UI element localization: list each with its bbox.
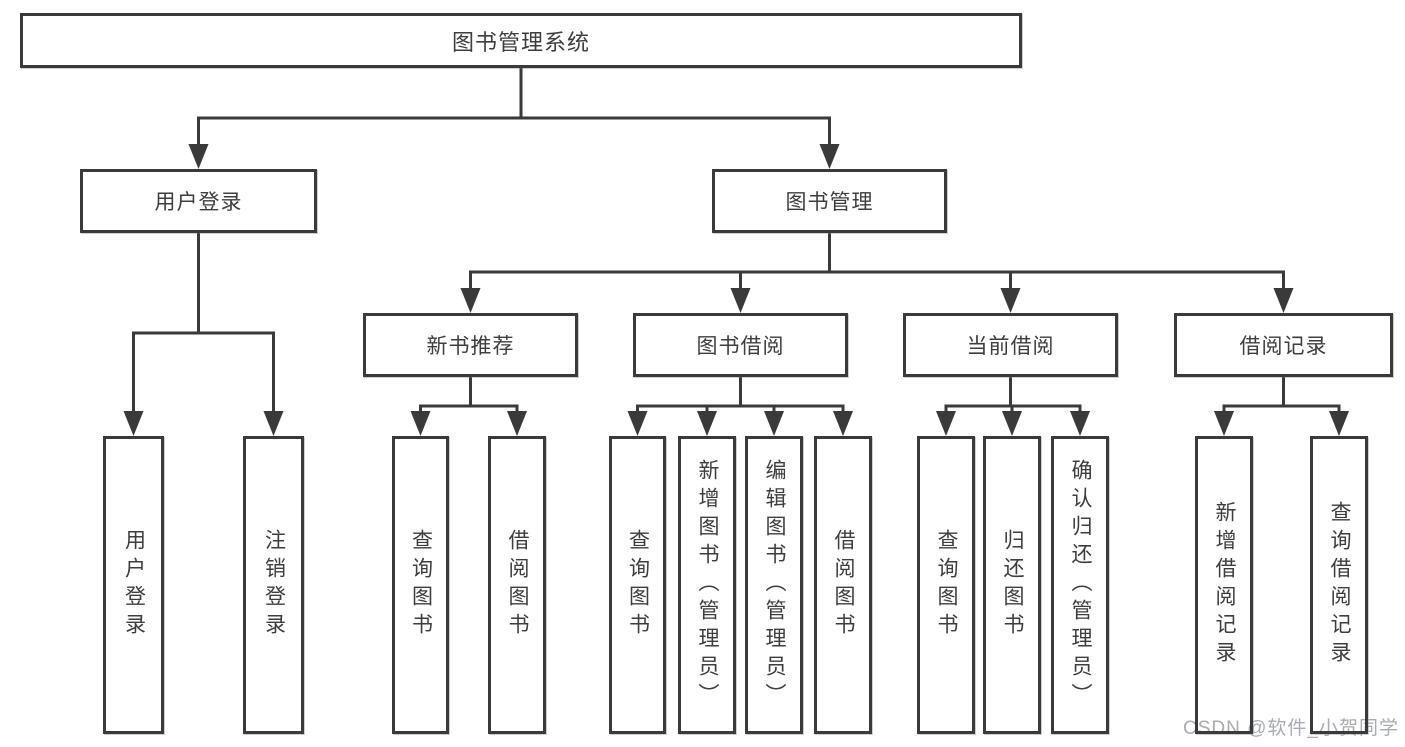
- leaf-borrow-query-books: 查询图书: [609, 436, 666, 734]
- leaf-label: 新增借阅记录: [1213, 501, 1236, 669]
- leaf-logout: 注销登录: [243, 436, 304, 734]
- leaf-return-books: 归还图书: [983, 436, 1041, 734]
- arrowhead: [936, 411, 956, 436]
- leaf-add-borrow-record: 新增借阅记录: [1195, 436, 1253, 734]
- csdn-watermark: CSDN @软件_小贺同学: [1183, 718, 1399, 739]
- arrowhead: [730, 288, 751, 313]
- arrowhead: [833, 411, 853, 436]
- arrowhead: [627, 411, 648, 436]
- connector-records-children: [1214, 377, 1349, 436]
- node-label: 图书借阅: [696, 335, 785, 358]
- leaf-label: 借阅图书: [506, 529, 529, 641]
- arrowhead: [697, 411, 717, 436]
- node-label: 借阅记录: [1239, 335, 1328, 358]
- node-new-book-recommend: 新书推荐: [363, 313, 578, 377]
- leaf-recommend-query-books: 查询图书: [392, 436, 449, 734]
- leaf-current-query-books: 查询图书: [917, 436, 975, 734]
- connector-borrow-children: [627, 377, 853, 436]
- leaf-label: 用户登录: [122, 529, 146, 641]
- node-label: 当前借阅: [966, 335, 1055, 358]
- leaf-label: 归还图书: [1001, 529, 1024, 641]
- leaf-label: 确认归还（管理员）: [1069, 459, 1092, 711]
- leaf-user-login: 用户登录: [103, 436, 164, 734]
- node-user-login: 用户登录: [80, 169, 317, 233]
- leaf-query-borrow-record: 查询借阅记录: [1310, 436, 1368, 734]
- leaf-add-books-admin: 新增图书（管理员）: [678, 436, 736, 734]
- connector-recommend-children: [410, 377, 527, 436]
- node-label: 图书管理: [785, 191, 874, 214]
- connector-book-management-children: [460, 233, 1294, 313]
- arrowhead: [188, 144, 209, 169]
- node-root: 图书管理系统: [20, 13, 1022, 68]
- arrowhead: [819, 144, 840, 169]
- arrowhead: [410, 411, 431, 436]
- node-root-label: 图书管理系统: [451, 29, 590, 55]
- leaf-borrow-books: 借阅图书: [814, 436, 872, 734]
- leaf-label: 查询图书: [409, 529, 433, 641]
- arrowhead: [1273, 288, 1294, 313]
- leaf-label: 查询借阅记录: [1328, 501, 1351, 669]
- leaf-label: 注销登录: [262, 529, 286, 641]
- leaf-label: 借阅图书: [832, 529, 855, 641]
- node-book-management: 图书管理: [712, 169, 947, 233]
- node-current-borrow: 当前借阅: [903, 313, 1118, 377]
- arrowhead: [123, 411, 144, 436]
- leaf-confirm-return-admin: 确认归还（管理员）: [1051, 436, 1109, 734]
- node-book-borrow: 图书借阅: [633, 313, 848, 377]
- leaf-edit-books-admin: 编辑图书（管理员）: [745, 436, 803, 734]
- leaf-label: 新增图书（管理员）: [696, 459, 719, 711]
- connector-root-to-level2: [188, 68, 840, 169]
- connector-user-login-children: [123, 233, 284, 436]
- connector-current-children: [936, 377, 1090, 436]
- arrowhead: [460, 288, 481, 313]
- arrowhead: [507, 411, 527, 436]
- arrowhead: [1329, 411, 1349, 436]
- leaf-label: 编辑图书（管理员）: [763, 459, 786, 711]
- arrowhead: [1000, 288, 1021, 313]
- arrowhead: [1070, 411, 1090, 436]
- node-label: 新书推荐: [426, 335, 515, 358]
- leaf-recommend-borrow-books: 借阅图书: [488, 436, 546, 734]
- leaf-label: 查询图书: [935, 529, 958, 641]
- arrowhead: [1214, 411, 1234, 436]
- arrowhead: [764, 411, 784, 436]
- node-borrow-records: 借阅记录: [1174, 313, 1393, 377]
- arrowhead: [263, 411, 284, 436]
- leaf-label: 查询图书: [626, 529, 650, 641]
- arrowhead: [1002, 411, 1022, 436]
- node-label: 用户登录: [154, 191, 243, 214]
